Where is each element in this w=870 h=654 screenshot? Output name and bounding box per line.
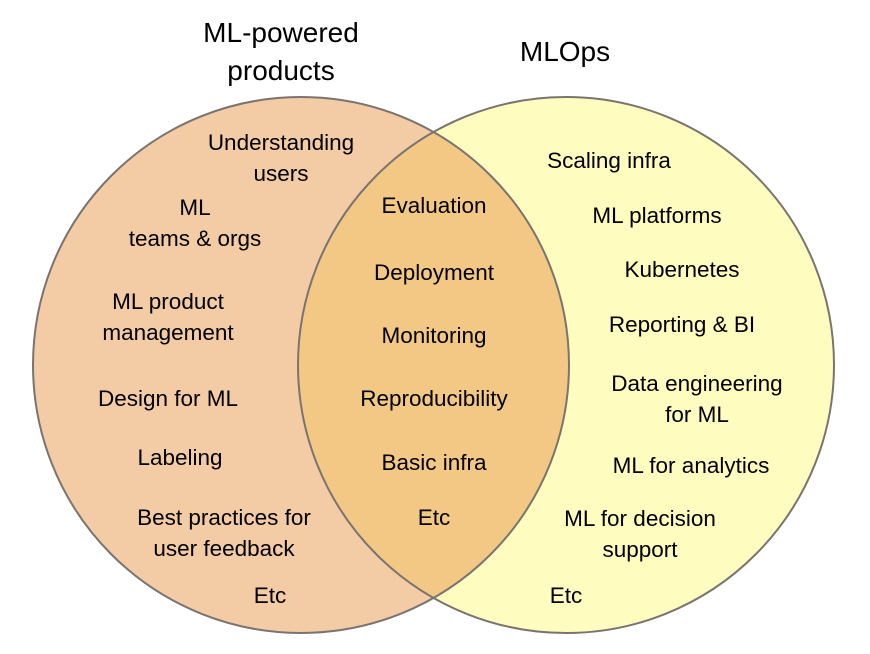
left-item-line: Labeling <box>137 445 222 470</box>
left-item-line: Best practices for <box>137 505 311 530</box>
right-item-line: ML platforms <box>592 203 721 228</box>
left-item: Labeling <box>137 445 222 470</box>
overlap-region <box>298 97 569 633</box>
overlap-item: Evaluation <box>381 193 486 218</box>
left-item-line: Understanding <box>208 130 354 155</box>
right-item-line: Etc <box>550 583 583 608</box>
left-item: Understanding users <box>208 130 354 186</box>
right-item: Reporting & BI <box>609 312 755 337</box>
right-item-line: ML for decision <box>564 506 716 531</box>
right-item-line: ML for analytics <box>613 453 770 478</box>
left-item-line: user feedback <box>153 536 295 561</box>
ml-powered-products-outline <box>32 96 570 634</box>
right-item: Etc <box>550 583 583 608</box>
right-item: Scaling infra <box>547 148 671 173</box>
overlap-item-line: Evaluation <box>381 193 486 218</box>
overlap-item-line: Etc <box>418 505 451 530</box>
overlap-item-line: Reproducibility <box>360 386 508 411</box>
left-item-line: management <box>102 320 234 345</box>
right-item-line: for ML <box>665 402 729 427</box>
left-item: Design for ML <box>98 386 238 411</box>
right-item-line: support <box>602 537 678 562</box>
right-item: Kubernetes <box>624 257 739 282</box>
overlap-item-line: Basic infra <box>381 450 487 475</box>
right-item: ML for decision support <box>564 506 716 562</box>
left-title-line: ML-powered <box>203 17 359 48</box>
left-item: ML teams & orgs <box>129 195 262 251</box>
overlap-item: Deployment <box>374 260 495 285</box>
overlap-item: Basic infra <box>381 450 487 475</box>
right-item-line: Data engineering <box>611 371 782 396</box>
overlap-item: Monitoring <box>381 323 486 348</box>
left-item-line: teams & orgs <box>129 226 262 251</box>
left-item-line: Etc <box>254 583 287 608</box>
right-title-line: MLOps <box>520 36 610 67</box>
right-item: Data engineering for ML <box>611 371 782 427</box>
mlops-outline <box>297 96 835 634</box>
left-item: Etc <box>254 583 287 608</box>
left-item-line: ML <box>179 195 210 220</box>
right-item-line: Reporting & BI <box>609 312 755 337</box>
right-item-line: Scaling infra <box>547 148 671 173</box>
overlap-item: Etc <box>418 505 451 530</box>
left-item: ML product management <box>102 289 234 345</box>
left-item-line: users <box>253 161 308 186</box>
left-title: ML-powered products <box>203 17 359 86</box>
overlap-item-line: Monitoring <box>381 323 486 348</box>
right-item-line: Kubernetes <box>624 257 739 282</box>
overlap-item-line: Deployment <box>374 260 495 285</box>
left-title-line: products <box>227 55 334 86</box>
left-item-line: ML product <box>112 289 224 314</box>
left-item: Best practices for user feedback <box>137 505 311 561</box>
overlap-item: Reproducibility <box>360 386 508 411</box>
right-title: MLOps <box>520 36 610 67</box>
right-item: ML for analytics <box>613 453 770 478</box>
left-item-line: Design for ML <box>98 386 238 411</box>
right-item: ML platforms <box>592 203 721 228</box>
